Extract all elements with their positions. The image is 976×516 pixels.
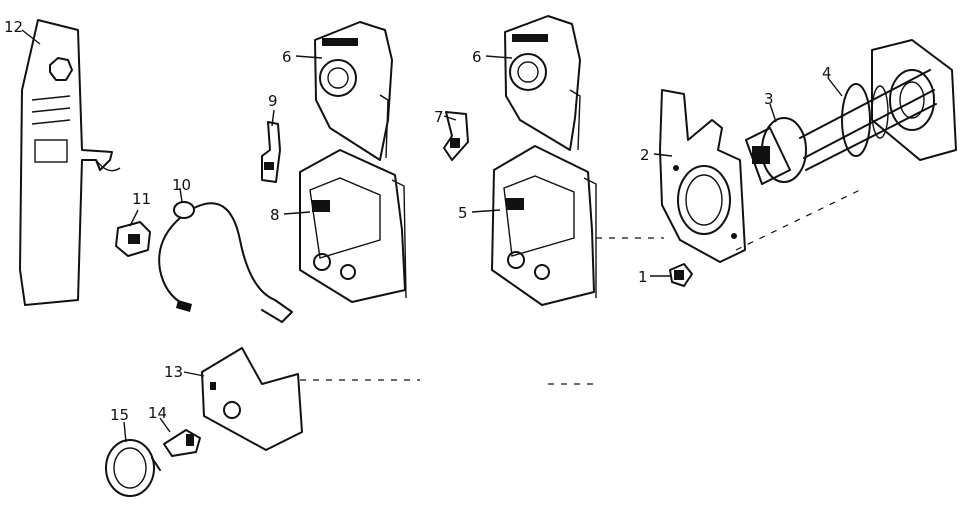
- callout-6-left: 6: [282, 48, 292, 66]
- lower-thermostat-right: [491, 145, 597, 306]
- tank-fitting-bracket: [871, 39, 957, 161]
- callout-4: 4: [822, 64, 832, 82]
- element-rods-ring: [799, 69, 937, 171]
- callout-3: 3: [764, 90, 774, 108]
- reset-button-part: [115, 221, 151, 257]
- callout-labels: 12 11 10 9 6 8 7 6 5 2 1 3 4 13 14 15: [4, 18, 832, 424]
- thermostat-cover: [201, 347, 303, 451]
- callout-15: 15: [110, 406, 129, 424]
- thermal-cutoff-wire: [158, 201, 293, 323]
- lower-thermostat-left: [299, 149, 407, 303]
- callout-11: 11: [132, 190, 151, 208]
- terminal-bracket-9: [261, 121, 281, 183]
- temperature-dial: [105, 439, 161, 497]
- callout-14: 14: [148, 404, 167, 422]
- callout-9: 9: [268, 92, 278, 110]
- callout-7: 7: [434, 108, 444, 126]
- callout-2: 2: [640, 146, 650, 164]
- mounting-screw: [669, 263, 693, 287]
- callout-6-right: 6: [472, 48, 482, 66]
- callout-10: 10: [172, 176, 191, 194]
- upper-thermostat-left: [314, 21, 393, 161]
- access-cover-panel: [19, 19, 121, 306]
- callout-1: 1: [638, 268, 648, 286]
- callout-8: 8: [270, 206, 280, 224]
- element-gasket-plate: [659, 89, 746, 263]
- assembly-guide-lines: [300, 189, 861, 385]
- callout-leaders: [21, 29, 843, 443]
- heating-element-flange: [745, 117, 807, 185]
- terminal-bracket-7: [443, 111, 469, 161]
- upper-thermostat-right: [504, 15, 581, 151]
- callout-5: 5: [458, 204, 468, 222]
- callout-13: 13: [164, 363, 183, 381]
- knob-shaft: [163, 429, 201, 457]
- callout-12: 12: [4, 18, 23, 36]
